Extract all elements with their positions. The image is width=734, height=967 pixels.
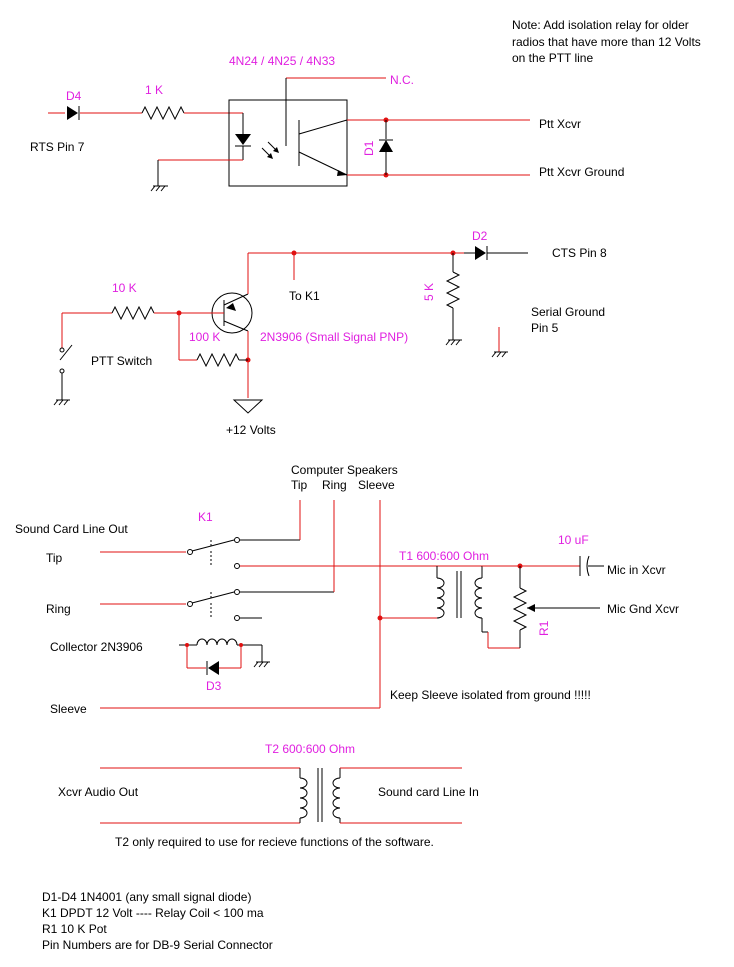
r1-label: R1 <box>537 620 551 636</box>
speaker-sleeve-label: Sleeve <box>358 478 395 492</box>
parts-line-1: D1-D4 1N4001 (any small signal diode) <box>42 890 251 904</box>
computer-speakers-label: Computer Speakers <box>291 463 398 477</box>
opto-package <box>228 99 348 187</box>
parts-line-4: Pin Numbers are for DB-9 Serial Connecto… <box>42 938 273 952</box>
speaker-tip-label: Tip <box>291 478 308 492</box>
opto-isolator-circuit: 4N24 / 4N25 / 4N33 N.C. D4 1 K RTS Pin 7 <box>30 54 624 192</box>
transistor-label: 2N3906 (Small Signal PNP) <box>260 330 408 344</box>
speaker-ring-label: Ring <box>322 478 347 492</box>
receive-transformer-circuit: T2 600:600 Ohm Xcvr Audio Out Sound card… <box>58 742 479 849</box>
parts-list: D1-D4 1N4001 (any small signal diode) K1… <box>42 890 273 952</box>
ground-symbol <box>445 339 462 346</box>
d2-label: D2 <box>472 229 488 243</box>
t2-primary-winding <box>299 777 308 819</box>
parts-line-2: K1 DPDT 12 Volt ---- Relay Coil < 100 ma <box>42 906 264 920</box>
tip-label: Tip <box>46 551 63 565</box>
resistor-10k-symbol <box>111 305 155 321</box>
parts-line-3: R1 10 K Pot <box>42 922 107 936</box>
ptt-switch-label: PTT Switch <box>91 354 152 368</box>
to-k1-label: To K1 <box>289 289 320 303</box>
k1-label: K1 <box>198 510 213 524</box>
mic-gnd-label: Mic Gnd Xcvr <box>607 602 679 616</box>
supply-12v-symbol <box>232 399 264 414</box>
ptt-switch-circuit: D2 CTS Pin 8 10 K To K1 5 K Serial Groun… <box>53 229 607 437</box>
sound-card-line-out-label: Sound Card Line Out <box>15 522 128 536</box>
r1-pot-symbol <box>512 587 528 631</box>
audio-relay-circuit: Computer Speakers Tip Ring Sleeve K1 Sou… <box>15 463 679 716</box>
ptt-xcvr-ground-label: Ptt Xcvr Ground <box>539 165 624 179</box>
ground-symbol <box>491 351 508 358</box>
opto-part-label: 4N24 / 4N25 / 4N33 <box>229 54 335 68</box>
t2-secondary-winding <box>332 777 341 819</box>
ground-symbol <box>150 172 168 192</box>
r-1k-label: 1 K <box>145 83 163 97</box>
keep-sleeve-label: Keep Sleeve isolated from ground !!!!! <box>390 688 591 702</box>
ptt-xcvr-label: Ptt Xcvr <box>539 117 581 131</box>
nc-label: N.C. <box>390 73 414 87</box>
collector-label: Collector 2N3906 <box>50 640 143 654</box>
d3-label: D3 <box>206 679 222 693</box>
ring-label: Ring <box>46 602 71 616</box>
d4-label: D4 <box>66 89 82 103</box>
cap-10uf-label: 10 uF <box>558 533 589 547</box>
t1-label: T1 600:600 Ohm <box>399 549 489 563</box>
capacitor-10uf-symbol <box>586 555 590 577</box>
t1-secondary-winding <box>474 577 483 619</box>
plus12-volts-label: +12 Volts <box>226 423 276 437</box>
note-line-2: radios that have more than 12 Volts <box>512 35 701 49</box>
r-100k-label: 100 K <box>189 330 220 344</box>
d2-diode-symbol <box>475 246 488 260</box>
t2-label: T2 600:600 Ohm <box>265 742 355 756</box>
resistor-1k-symbol <box>141 105 185 121</box>
mic-in-label: Mic in Xcvr <box>607 563 666 577</box>
sound-card-line-in-label: Sound card Line In <box>378 785 479 799</box>
resistor-100k-symbol <box>196 352 240 368</box>
sleeve-label: Sleeve <box>50 702 87 716</box>
relay-coil-symbol <box>196 638 238 646</box>
serial-ground-label: Serial Ground <box>531 305 605 319</box>
d3-diode-symbol <box>206 661 219 675</box>
serial-ground-pin-label: Pin 5 <box>531 321 559 335</box>
cts-pin-label: CTS Pin 8 <box>552 246 607 260</box>
r-10k-label: 10 K <box>112 281 137 295</box>
d1-label: D1 <box>362 140 376 156</box>
note-line-1: Note: Add isolation relay for older <box>512 18 689 32</box>
d1-diode-symbol <box>379 139 393 152</box>
r-5k-label: 5 K <box>422 283 436 301</box>
ground-symbol <box>53 399 70 406</box>
d4-diode-symbol <box>67 106 80 120</box>
t1-primary-winding <box>436 577 445 619</box>
resistor-5k-symbol <box>445 271 461 309</box>
note-line-3: on the PTT line <box>512 51 593 65</box>
xcvr-audio-out-label: Xcvr Audio Out <box>58 785 139 799</box>
rts-pin-label: RTS Pin 7 <box>30 140 85 154</box>
t2-note-label: T2 only required to use for recieve func… <box>115 835 434 849</box>
ground-symbol <box>253 661 270 668</box>
